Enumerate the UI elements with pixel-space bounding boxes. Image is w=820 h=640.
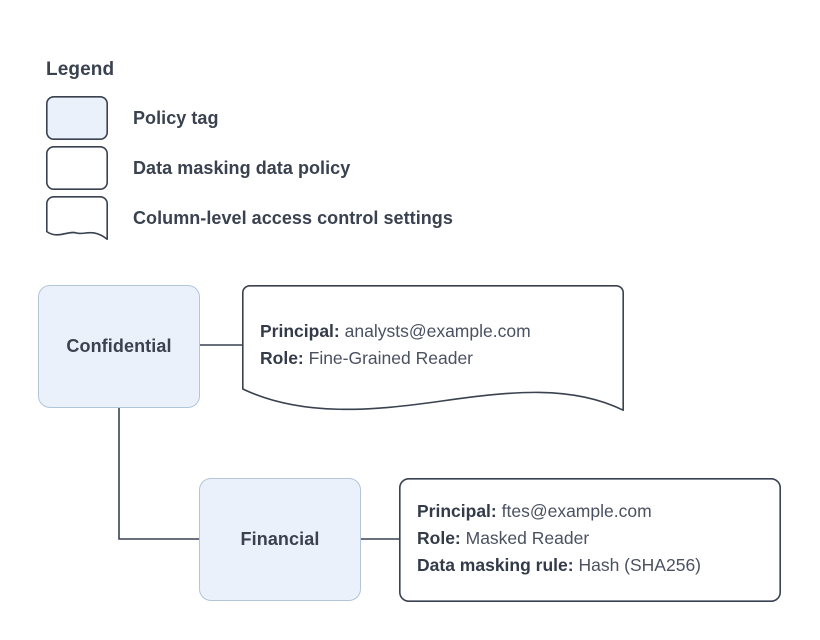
- legend-title: Legend: [46, 59, 115, 80]
- callout-line-key: Role:: [417, 528, 461, 548]
- legend-label-access-control: Column-level access control settings: [133, 207, 453, 228]
- legend-label-data-policy: Data masking data policy: [133, 157, 351, 178]
- callout-line: Role: Fine-Grained Reader: [260, 345, 531, 372]
- callout-financial-shape: [399, 478, 781, 603]
- callout-confidential-text: Principal: analysts@example.com Role: Fi…: [260, 318, 531, 372]
- callout-line: Data masking rule: Hash (SHA256): [417, 552, 701, 579]
- policy-tag-swatch: [46, 96, 109, 141]
- callout-confidential[interactable]: Principal: analysts@example.com Role: Fi…: [242, 285, 624, 411]
- callout-line-key: Role:: [260, 348, 304, 368]
- node-financial[interactable]: Financial: [199, 478, 361, 601]
- callout-financial[interactable]: Principal: ftes@example.com Role: Masked…: [399, 478, 781, 603]
- callout-line: Role: Masked Reader: [417, 525, 701, 552]
- callout-line: Principal: ftes@example.com: [417, 498, 701, 525]
- access-control-swatch: [46, 196, 108, 240]
- legend-label-policy-tag: Policy tag: [133, 107, 219, 128]
- callout-line-value: Fine-Grained Reader: [308, 348, 474, 368]
- callout-confidential-shape: [242, 285, 624, 411]
- callout-line: Principal: analysts@example.com: [260, 318, 531, 345]
- callout-financial-text: Principal: ftes@example.com Role: Masked…: [417, 498, 701, 579]
- callout-line-key: Principal:: [260, 321, 340, 341]
- callout-line-value: Hash (SHA256): [578, 555, 702, 575]
- callout-line-value: Masked Reader: [465, 528, 590, 548]
- callout-line-key: Principal:: [417, 501, 497, 521]
- callout-line-value: ftes@example.com: [501, 501, 652, 521]
- callout-line-value: analysts@example.com: [344, 321, 531, 341]
- node-confidential[interactable]: Confidential: [38, 285, 200, 408]
- edge-confidential-to-financial: [118, 408, 199, 540]
- data-policy-swatch: [46, 146, 109, 191]
- callout-line-key: Data masking rule:: [417, 555, 574, 575]
